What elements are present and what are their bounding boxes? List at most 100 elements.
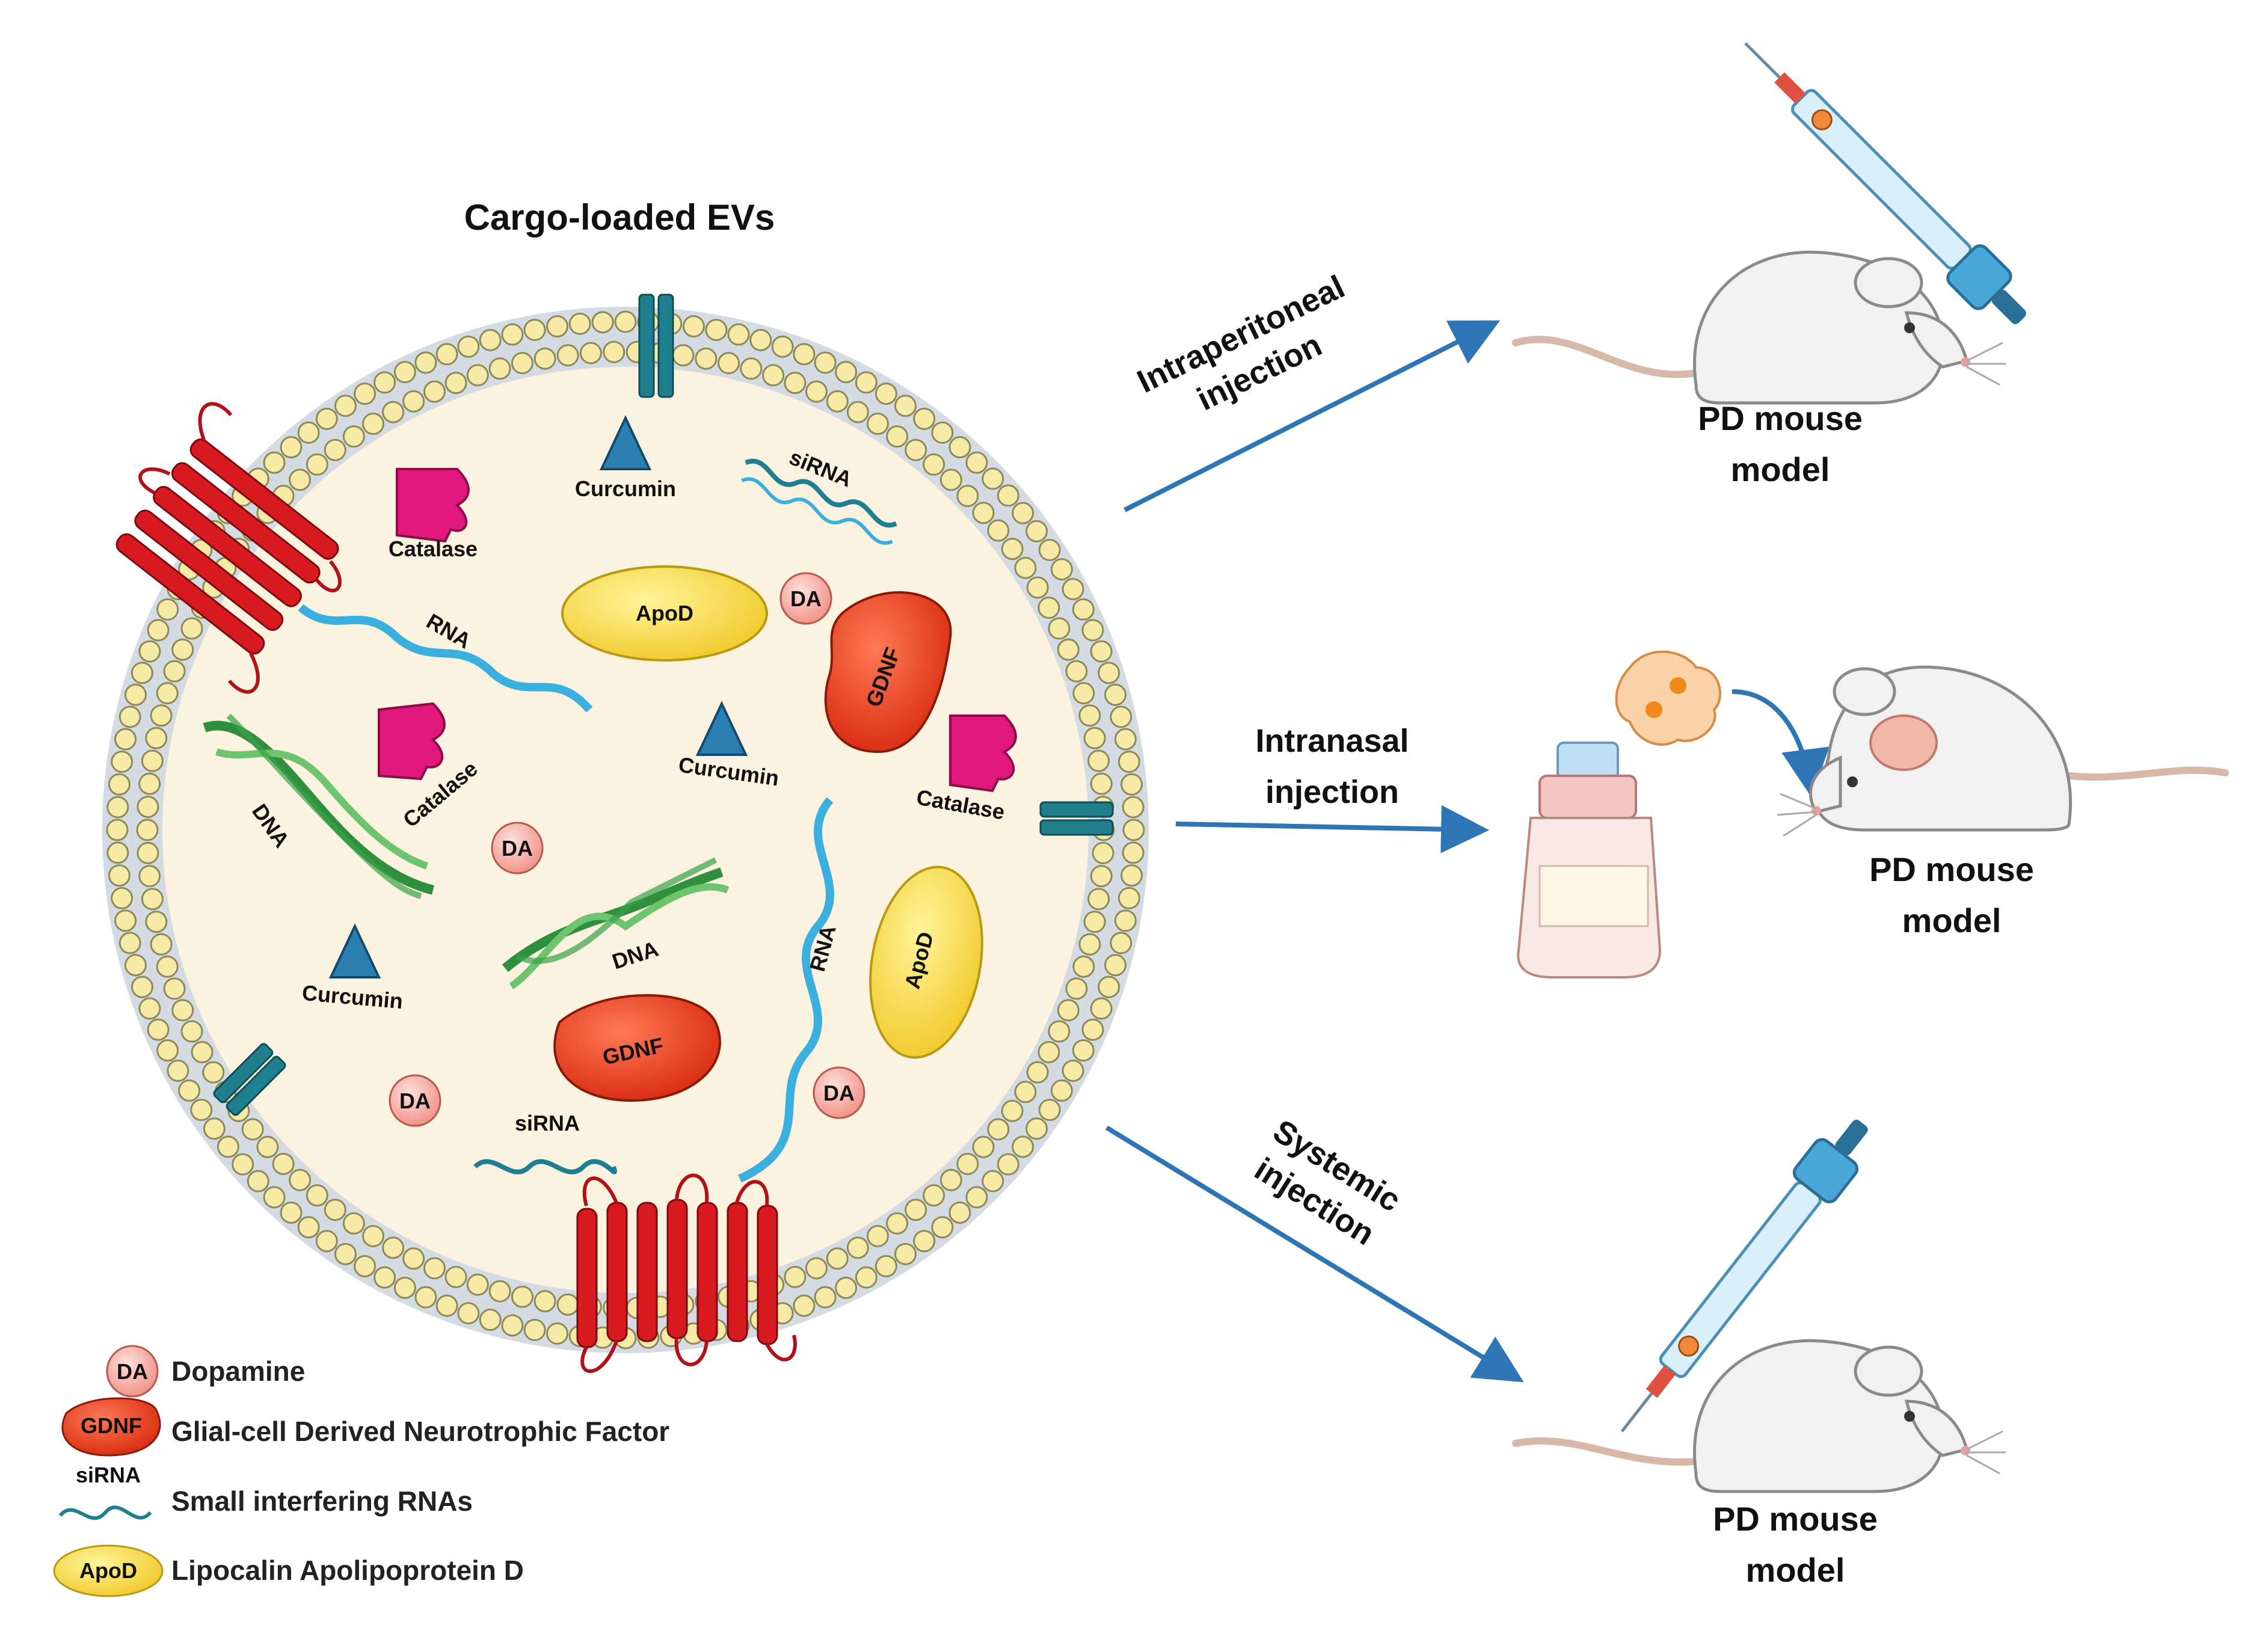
phospholipid-head bbox=[931, 421, 954, 444]
phospholipid-head bbox=[423, 380, 446, 403]
phospholipid-head bbox=[1025, 1117, 1048, 1140]
diagram-title: Cargo-loaded EVs bbox=[464, 197, 775, 238]
phospholipid-head bbox=[1026, 1061, 1049, 1084]
legend-item-gdnf: GDNF Glial-cell Derived Neurotrophic Fac… bbox=[61, 1397, 669, 1457]
phospholipid-head bbox=[435, 1294, 458, 1317]
membrane-channel-lower-left bbox=[213, 1043, 286, 1116]
da-lower-right bbox=[813, 1066, 865, 1119]
phospholipid-head bbox=[956, 485, 979, 508]
vesicle-lumen bbox=[162, 367, 1089, 1293]
phospholipid-head bbox=[147, 619, 170, 642]
model-label-2-line1: PD mouse bbox=[1869, 850, 2034, 888]
phospholipid-head bbox=[402, 390, 425, 413]
phospholipid-head bbox=[835, 1276, 858, 1299]
phospholipid-head bbox=[923, 453, 945, 476]
phospholipid-head bbox=[191, 1040, 214, 1063]
extracellular-vesicle: DNA DNA RNA RNA siRNA siRNA Curcumin Cur… bbox=[102, 293, 1149, 1373]
phospholipid-head bbox=[997, 1153, 1019, 1176]
legend-label-sirna: Small interfering RNAs bbox=[171, 1485, 473, 1517]
sirna-top bbox=[745, 459, 897, 527]
phospholipid-head bbox=[1037, 597, 1060, 619]
phospholipid-head bbox=[1014, 1081, 1037, 1104]
phospholipid-head bbox=[373, 371, 396, 394]
phospholipid-head bbox=[1001, 1099, 1024, 1122]
syringe-systemic bbox=[1620, 1119, 1868, 1433]
phospholipid-head bbox=[137, 796, 159, 819]
svg-text:DA: DA bbox=[117, 1359, 148, 1384]
phospholipid-head bbox=[846, 1236, 869, 1259]
phospholipid-head bbox=[793, 1294, 816, 1317]
phospholipid-head bbox=[297, 421, 320, 444]
phospholipid-head bbox=[913, 1230, 936, 1253]
phospholipid-head bbox=[1062, 578, 1084, 601]
phospholipid-head bbox=[354, 382, 376, 405]
route-label-systemic: Systemic injection bbox=[1249, 1113, 1407, 1252]
arrow-to-brain bbox=[1732, 689, 1830, 797]
phospholipid-head bbox=[111, 751, 134, 773]
phospholipid-head bbox=[1050, 1079, 1073, 1102]
phospholipid-head bbox=[805, 1257, 828, 1280]
da-label-lower-right: DA bbox=[823, 1081, 855, 1105]
phospholipid-head bbox=[178, 1079, 201, 1102]
phospholipid-head bbox=[771, 335, 794, 358]
phospholipid-head bbox=[846, 401, 869, 423]
phospholipid-head bbox=[866, 1224, 889, 1247]
phospholipid-head bbox=[141, 749, 164, 772]
nasal-spray-bottle bbox=[1517, 742, 1662, 978]
phospholipid-head bbox=[533, 347, 556, 370]
phospholipid-head bbox=[1090, 865, 1113, 888]
phospholipid-head bbox=[982, 467, 1004, 490]
phospholipid-head bbox=[324, 1199, 346, 1221]
phospholipid-head bbox=[905, 1199, 927, 1221]
phospholipid-head bbox=[190, 1099, 213, 1122]
model-label-2-line2: model bbox=[1902, 902, 2002, 939]
phospholipid-head bbox=[523, 319, 546, 342]
phospholipid-head bbox=[108, 773, 131, 796]
phospholipid-head bbox=[939, 468, 962, 491]
phospholipid-head bbox=[1057, 999, 1080, 1022]
gdnf-bottom bbox=[553, 994, 721, 1102]
phospholipid-head bbox=[106, 796, 129, 819]
catalase-label-top: Catalase bbox=[389, 536, 478, 561]
phospholipid-head bbox=[982, 1170, 1004, 1193]
phospholipid-head bbox=[784, 372, 807, 395]
phospholipid-head bbox=[855, 1266, 877, 1289]
svg-text:siRNA: siRNA bbox=[76, 1463, 141, 1487]
phospholipid-head bbox=[124, 954, 147, 977]
phospholipid-head bbox=[1098, 662, 1120, 684]
phospholipid-head bbox=[167, 1059, 189, 1082]
arrow-intraperitoneal bbox=[1123, 320, 1501, 512]
phospholipid-head bbox=[457, 1302, 480, 1325]
phospholipid-head bbox=[579, 342, 602, 364]
arrow-intranasal bbox=[1175, 805, 1489, 853]
phospholipid-head bbox=[444, 372, 467, 395]
legend-label-dopamine: Dopamine bbox=[171, 1356, 305, 1387]
phospholipid-head bbox=[1072, 955, 1095, 978]
phospholipid-head bbox=[334, 1243, 357, 1265]
phospholipid-head bbox=[1087, 749, 1110, 772]
phospholipid-head bbox=[414, 1286, 437, 1309]
phospholipid-head bbox=[479, 1309, 502, 1332]
catalase-center bbox=[378, 702, 446, 781]
phospholipid-head bbox=[546, 1322, 569, 1345]
phospholipid-head bbox=[1098, 975, 1120, 998]
model-label-1-line2: model bbox=[1731, 450, 1830, 488]
phospholipid-head bbox=[163, 977, 186, 1000]
phospholipid-head bbox=[124, 683, 147, 706]
route-label-intraperitoneal: Intraperitoneal injection bbox=[1132, 269, 1350, 418]
phospholipid-head bbox=[1038, 538, 1061, 561]
phospholipid-head bbox=[156, 955, 179, 978]
model-label-3-line1: PD mouse bbox=[1713, 1500, 1878, 1538]
phospholipid-head bbox=[1122, 819, 1145, 841]
phospholipid-head bbox=[138, 640, 161, 663]
svg-text:Intranasal: Intranasal bbox=[1255, 723, 1409, 759]
legend-apod-icon bbox=[53, 1544, 164, 1597]
phospholipid-head bbox=[1072, 1039, 1095, 1062]
da-label-center: DA bbox=[502, 836, 533, 861]
phospholipid-head bbox=[435, 343, 458, 366]
phospholipid-head bbox=[740, 357, 763, 380]
phospholipid-head bbox=[727, 323, 750, 346]
transmembrane-receptor-bottom bbox=[576, 1173, 797, 1373]
phospholipid-head bbox=[886, 1212, 909, 1235]
phospholipid-head bbox=[1081, 619, 1104, 642]
